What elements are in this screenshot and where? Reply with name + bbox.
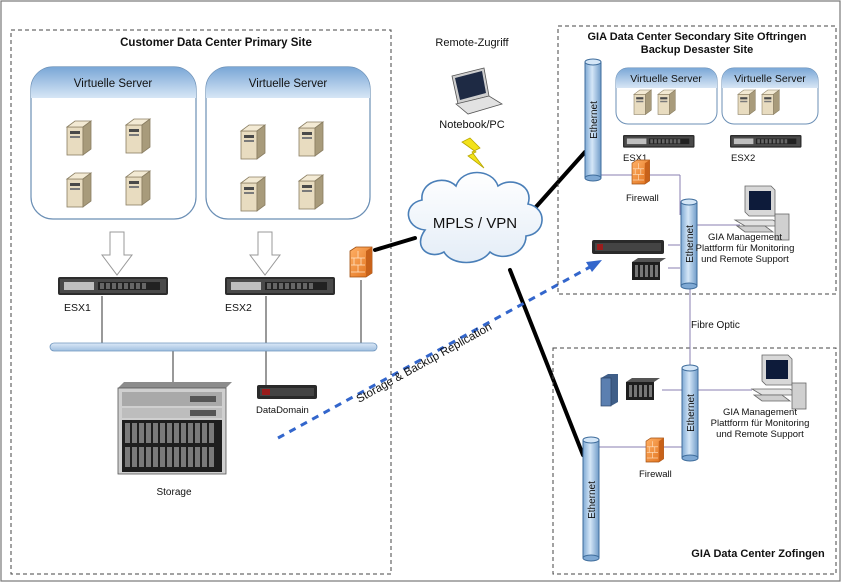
secondary-esx2-label: ESX2 [731,153,755,164]
datadomain-device [257,385,317,399]
notebook-label: Notebook/PC [439,119,504,131]
secondary-ethernet-top [584,58,602,182]
zofingen-tower-server [600,374,618,407]
secondary-vs-left-label: Virtuelle Server [630,73,702,85]
datadomain-label: DataDomain [256,405,309,416]
primary-site-title: Customer Data Center Primary Site [120,37,312,49]
secondary-site-title-line1: GIA Data Center Secondary Site Oftringen [587,31,806,43]
zofingen-mgmt-line3: und Remote Support [716,429,804,440]
secondary-esx2-rack [730,135,802,148]
secondary-esx1-label: ESX1 [623,153,647,164]
server-icon [298,174,324,210]
lan-bus [49,342,378,352]
secondary-mgmt-line1: GIA Management [708,232,782,243]
server-icon [66,120,92,156]
secondary-firewall-icon [631,159,650,185]
virtual-server-group-right: Virtuelle Server [205,66,371,220]
server-icon [633,89,652,115]
vs-right-label: Virtuelle Server [249,78,328,90]
replication-arrow [277,260,602,440]
server-icon [298,121,324,157]
secondary-mgmt-line2: Plattform für Monitoring [696,243,795,254]
server-icon [240,176,266,212]
mpls-vpn-label: MPLS / VPN [433,215,517,232]
zofingen-workstation-icon [751,354,807,410]
esx2-label: ESX2 [225,302,252,314]
server-icon [66,172,92,208]
secondary-storage-device [592,240,664,254]
zofingen-firewall-label: Firewall [639,469,672,480]
zofingen-site-box [552,347,837,575]
secondary-firewall-label: Firewall [626,193,659,204]
secondary-vs-right-label: Virtuelle Server [734,73,806,85]
zofingen-ethernet-mid [681,364,699,462]
zofingen-mgmt-line2: Plattform für Monitoring [711,418,810,429]
server-icon [761,89,780,115]
zofingen-mgmt-line1: GIA Management [723,407,797,418]
secondary-ethernet-top-label: Ethernet [589,101,600,139]
primary-site-box [10,29,392,575]
vs-left-label: Virtuelle Server [74,78,153,90]
server-icon [125,170,151,206]
storage-label: Storage [156,487,191,498]
storage-rack [117,382,232,475]
zofingen-firewall-icon [645,437,665,463]
esx1-rack-server [58,277,168,295]
provision-arrows [101,231,281,276]
remote-access-title: Remote-Zugriff [435,37,509,49]
secondary-ethernet-mid [680,198,698,290]
secondary-vs-group-left: Virtuelle Server [615,67,718,125]
lan-connectors [101,280,362,388]
fibre-optic-label: Fibre Optic [691,320,740,331]
mpls-vpn-cloud [407,171,543,264]
zofingen-ethernet-mid-label: Ethernet [686,394,697,432]
zofingen-ethernet-bottom [582,436,600,562]
primary-firewall-icon [349,246,373,278]
virtual-server-group-left: Virtuelle Server [30,66,197,220]
secondary-links [598,174,740,363]
secondary-site-title-line2: Backup Desaster Site [641,44,754,56]
esx2-rack-server [225,277,335,295]
server-icon [657,89,676,115]
server-icon [737,89,756,115]
server-icon [240,124,266,160]
esx1-label: ESX1 [64,302,91,314]
secondary-vs-group-right: Virtuelle Server [721,67,819,125]
notebook-icon [451,67,503,115]
zofingen-site-title: GIA Data Center Zofingen [691,548,825,560]
secondary-disk-array [632,258,666,280]
server-icon [125,118,151,154]
zofingen-ethernet-bottom-label: Ethernet [587,481,598,519]
wireless-bolt-icon [461,137,485,169]
secondary-ethernet-mid-label: Ethernet [685,225,696,263]
zofingen-disk-array [626,378,660,400]
secondary-esx1-rack [623,135,695,148]
replication-label: Storage & Backup Replication [355,321,494,406]
wan-links [373,150,587,457]
secondary-mgmt-line3: und Remote Support [701,254,789,265]
